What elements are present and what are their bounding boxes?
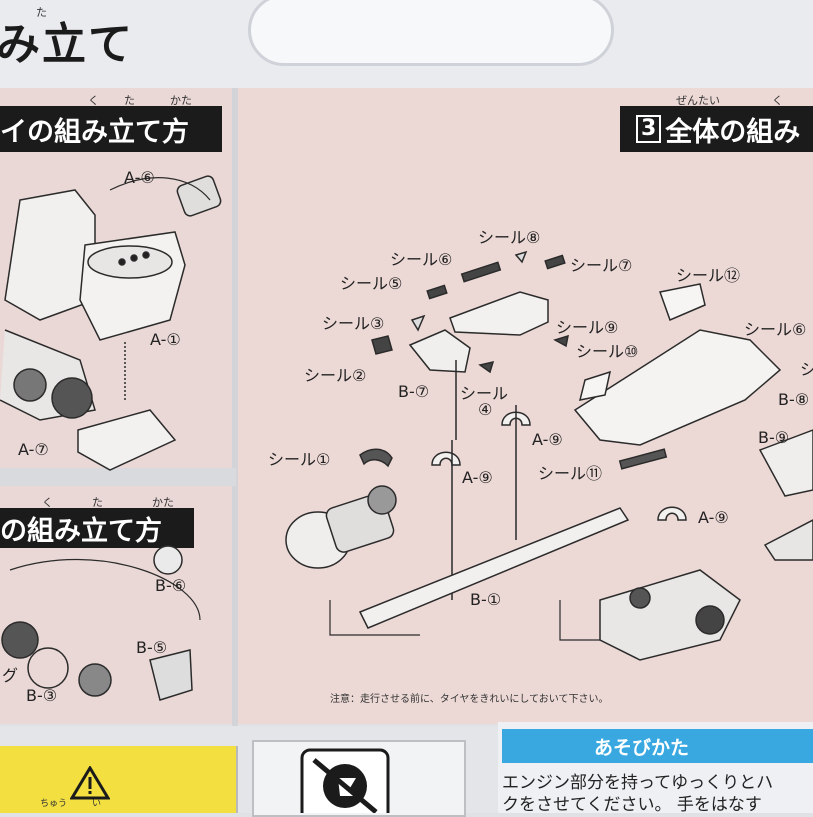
no-mouth-icon (300, 748, 390, 813)
label-a9-3: A-⑨ (698, 508, 729, 527)
play-heading: あそびかた (502, 729, 813, 763)
section-heading-chassis: イの組み立て方 (0, 106, 222, 152)
label-seal3: シール③ (322, 314, 385, 333)
label-seal12: シール⑫ (676, 266, 741, 285)
section-heading-text-2: の組み立て方 (0, 515, 162, 547)
warning-icon (70, 766, 110, 800)
play-text-line-1: エンジン部分を持ってゆっくりとハ (502, 773, 774, 793)
label-seal6: シール⑥ (390, 250, 453, 269)
label-a9-1: A-⑨ (532, 430, 563, 449)
label-seal-right-2: シ (800, 360, 813, 379)
section-heading-wheels: の組み立て方 (0, 508, 194, 548)
ruby-chuu: ちゅう (40, 799, 68, 809)
caution-note: 注意：走行させる前に、タイヤをきれいにしておいて下さい。 (330, 694, 609, 705)
ruby-kata-2: かた (152, 496, 174, 509)
ruby-ta: た (124, 94, 135, 107)
label-seal5: シール⑤ (340, 274, 403, 293)
label-seal1: シール① (268, 450, 331, 469)
label-seal4-a: シール (460, 384, 509, 403)
label-seal9: シール⑨ (556, 318, 619, 337)
label-seal7: シール⑦ (570, 256, 633, 275)
page-title: み立て (0, 19, 134, 70)
label-b8: B-⑧ (778, 390, 810, 409)
ruby-ku: く (88, 94, 99, 107)
ruby-i: い (92, 799, 102, 809)
step-number: 3 (636, 115, 662, 143)
label-a6: A-⑥ (124, 168, 155, 187)
label-b1: B-① (470, 590, 502, 609)
ruby-zentai: ぜんたい (676, 94, 720, 107)
ruby-ku-2: く (42, 496, 53, 509)
section-heading-text: イの組み立て方 (0, 116, 189, 148)
panel-divider (232, 88, 238, 728)
label-seal-right: シール⑥ (744, 320, 807, 339)
title-ruby: た (36, 6, 47, 19)
label-seal2: シール② (304, 366, 367, 385)
warning-box (0, 746, 238, 813)
ruby-ta-2: た (92, 496, 103, 509)
label-a7: A-⑦ (18, 440, 49, 459)
label-b3: B-③ (26, 686, 58, 705)
hanger-hole (248, 0, 614, 66)
label-seal4-b: ④ (478, 400, 493, 419)
label-seal10: シール⑩ (576, 342, 639, 361)
section-heading-overall: 3 全体の組み (620, 106, 813, 152)
label-seal11: シール⑪ (538, 464, 603, 483)
play-text-line-2: クをさせてください。 手をはなす (502, 795, 762, 815)
label-b7: B-⑦ (398, 382, 430, 401)
section-heading-text-3: 全体の組み (665, 116, 801, 148)
label-b9: B-⑨ (758, 428, 790, 447)
label-b5: B-⑤ (136, 638, 168, 657)
label-a1: A-① (150, 330, 181, 349)
section-divider (0, 468, 236, 486)
label-b6: B-⑥ (155, 576, 187, 595)
ruby-kata: かた (170, 94, 192, 107)
label-a9-2: A-⑨ (462, 468, 493, 487)
label-ring: グ (2, 666, 19, 685)
ruby-ku-3: く (772, 94, 783, 107)
label-seal8: シール⑧ (478, 228, 541, 247)
